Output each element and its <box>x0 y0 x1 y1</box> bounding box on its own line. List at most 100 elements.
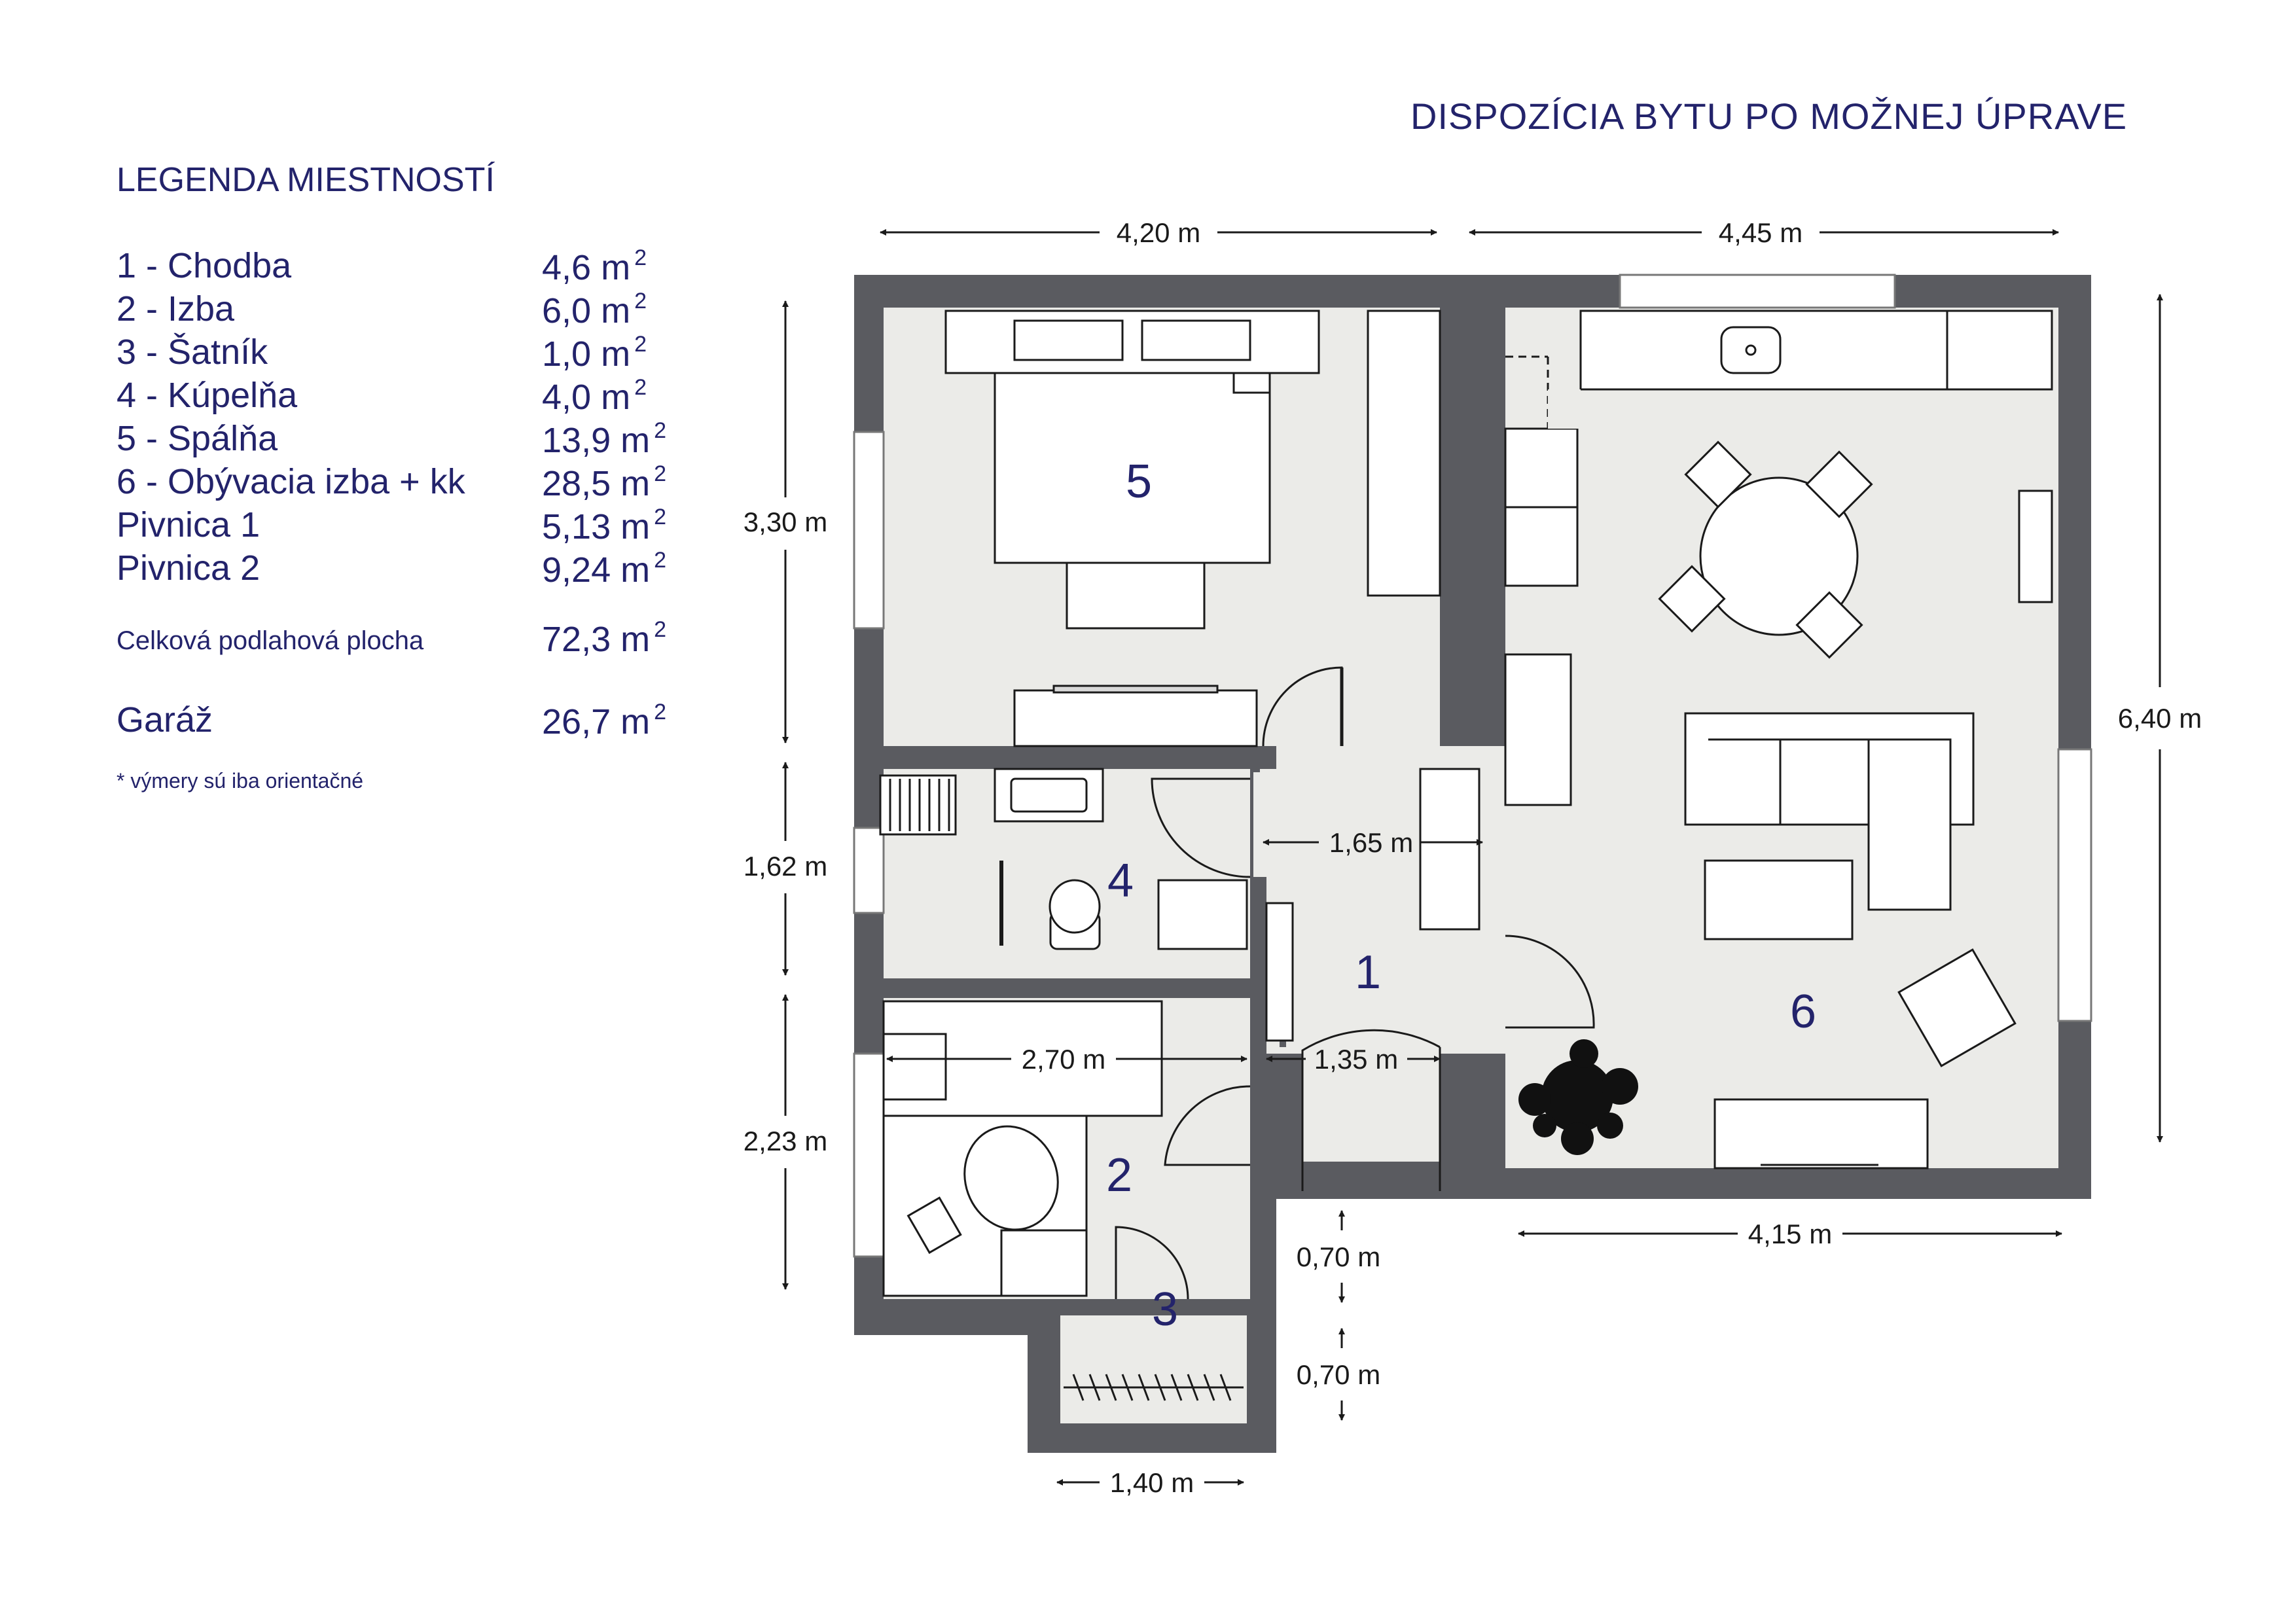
legend-room-name: 6 - Obývacia izba + kk <box>117 462 465 501</box>
door-entrance <box>1301 1029 1441 1191</box>
legend-note: * výmery sú iba orientačné <box>117 769 364 793</box>
dining-chair <box>1795 591 1863 659</box>
closet-hangers <box>1072 1374 1232 1401</box>
dim-right: 6,40 m <box>2118 703 2202 734</box>
legend-room-name: Pivnica 2 <box>117 548 260 588</box>
page-title: DISPOZÍCIA BYTU PO MOŽNEJ ÚPRAVE <box>1410 96 2128 137</box>
door-closet <box>1115 1226 1189 1300</box>
door-room-2 <box>1164 1085 1251 1166</box>
window-kitchen <box>1619 274 1896 309</box>
dining-chair <box>1805 450 1873 518</box>
dimension-lines <box>782 229 2163 1486</box>
wardrobe <box>1367 310 1441 597</box>
dim-hall-width: 1,65 m <box>1329 827 1413 858</box>
room-number-2: 2 <box>1106 1149 1132 1202</box>
door-living <box>1505 935 1595 1029</box>
hall-wardrobe <box>1419 768 1480 931</box>
laptop <box>906 1196 962 1255</box>
plant-icon <box>1518 1039 1638 1155</box>
door-bedroom <box>1262 666 1343 747</box>
dim-left-upper: 3,30 m <box>744 507 827 537</box>
doors <box>1115 666 1595 1300</box>
dim-top-right: 4,45 m <box>1719 217 1803 248</box>
window-bedroom <box>853 431 885 630</box>
dim-left-middle: 1,62 m <box>744 851 827 882</box>
legend-garage-label: Garáž <box>117 700 213 740</box>
room-number-6: 6 <box>1790 986 1816 1038</box>
coffee-table <box>1704 859 1854 940</box>
fridge <box>2018 490 2053 603</box>
sofa-chaise <box>1867 738 1952 911</box>
legend-room-name: 4 - Kúpelňa <box>117 376 298 415</box>
bedroom-headboard <box>944 310 1320 374</box>
dim-room-2-width: 2,70 m <box>1022 1044 1105 1075</box>
window-bathroom <box>853 827 885 914</box>
dresser <box>1013 689 1258 747</box>
washing-machine <box>1157 879 1248 950</box>
dimension-labels: 4,20 m 4,45 m 3,30 m 1,62 m 2,23 m 6,40 … <box>744 217 2202 1498</box>
hall-bench <box>1265 902 1294 1042</box>
dining-chair <box>1658 565 1726 633</box>
legend-room-name: 2 - Izba <box>117 289 235 329</box>
legend-room-name: 3 - Šatník <box>117 332 268 372</box>
window-living <box>2057 748 2092 1022</box>
legend-room-name: Pivnica 1 <box>117 505 260 544</box>
dim-closet-lower: 0,70 m <box>1297 1359 1380 1390</box>
kitchen-cabinet-left <box>1504 427 1579 508</box>
bench <box>1066 562 1206 630</box>
furniture <box>879 310 2053 1389</box>
dim-left-lower: 2,23 m <box>744 1126 827 1156</box>
window-room-2 <box>853 1052 885 1258</box>
chair-round <box>963 1125 1059 1231</box>
kitchen-counter <box>1579 310 2053 391</box>
room-number-1: 1 <box>1355 946 1381 999</box>
interior-walls <box>884 308 1505 1315</box>
bed <box>994 372 1271 564</box>
room-number-3: 3 <box>1152 1283 1178 1336</box>
door-bathroom <box>1151 777 1251 878</box>
floor-room-3 <box>1060 1315 1247 1423</box>
legend-total-label: Celková podlahová plocha <box>117 626 424 655</box>
dim-bottom-right: 4,15 m <box>1748 1219 1832 1249</box>
sideboard <box>1713 1098 1929 1169</box>
floor-hall-south <box>1302 1047 1440 1162</box>
dim-bottom-left: 1,40 m <box>1110 1467 1194 1498</box>
dim-top-left: 4,20 m <box>1117 217 1200 248</box>
dining-chair <box>1684 440 1752 508</box>
armchair <box>1897 948 2017 1067</box>
dim-closet-upper: 0,70 m <box>1297 1241 1380 1272</box>
room-numbers: 1 2 3 4 5 6 <box>1106 455 1816 1336</box>
legend-title: LEGENDA MIESTNOSTÍ <box>117 161 495 199</box>
dim-hall-lower: 1,35 m <box>1314 1044 1398 1075</box>
toilet-bowl <box>1049 879 1101 934</box>
room-number-4: 4 <box>1107 855 1134 907</box>
kitchen-sink <box>1720 326 1782 374</box>
tv-stand <box>1504 653 1572 806</box>
radiator <box>879 774 957 836</box>
dining-table <box>1699 476 1859 636</box>
room-number-5: 5 <box>1126 455 1152 508</box>
windows <box>853 274 2092 1258</box>
